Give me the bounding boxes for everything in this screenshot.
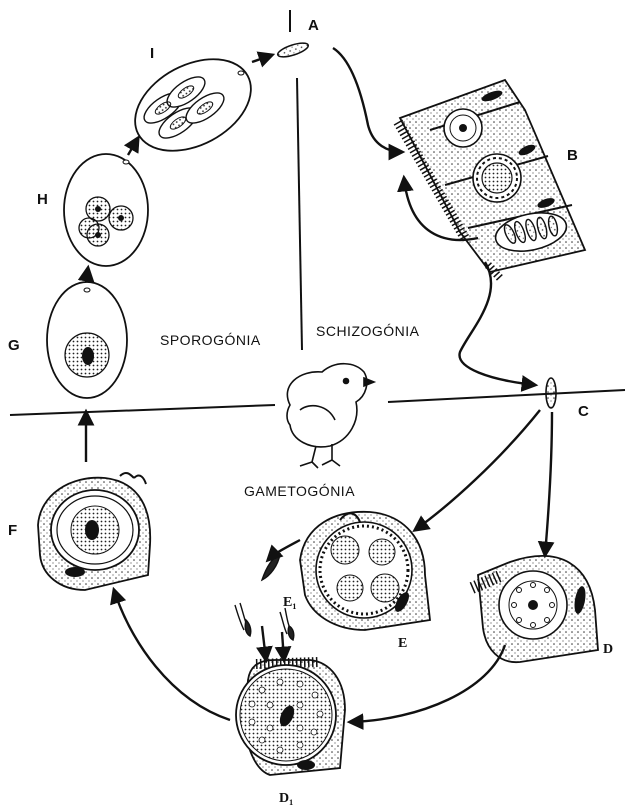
phase-label-schizogony: SCHIZOGÓNIA — [316, 323, 420, 339]
stage-e-microgamont — [300, 512, 430, 630]
arrow-e1-to-d1-left — [262, 626, 266, 660]
stage-d1-zygote — [236, 660, 345, 775]
phase-label-gametogony: GAMETOGÓNIA — [244, 483, 355, 499]
stage-d-macrogamont — [472, 556, 598, 662]
arrow-e1-to-d1-right — [282, 632, 284, 660]
arrow-h-to-i — [128, 138, 138, 155]
arrow-d-to-d1 — [350, 645, 505, 722]
arrow-d1-to-f — [114, 590, 230, 720]
stage-b-epithelium — [398, 80, 585, 278]
stage-h-sporoblasts — [64, 154, 148, 266]
stage-label-e1: E₁ — [283, 595, 297, 610]
stage-label-f: F — [8, 522, 17, 539]
arrow-g-to-h — [86, 268, 88, 282]
stage-label-g: G — [8, 337, 20, 354]
arrow-i-to-a — [252, 55, 272, 62]
stage-label-e: E — [398, 636, 407, 651]
arrow-c-to-d — [545, 412, 552, 555]
stage-label-c: C — [578, 403, 589, 420]
stage-label-a: A — [308, 17, 319, 34]
arrow-c-to-e — [415, 410, 540, 530]
arrow-e-to-e1 — [268, 540, 300, 560]
stage-i-sporulated-oocyst — [119, 41, 266, 170]
arrow-a-to-b — [333, 48, 402, 152]
stage-a-sporozoite — [276, 40, 310, 59]
stage-c-merozoite — [546, 378, 556, 408]
stage-label-i: I — [150, 45, 154, 62]
arrow-b-to-c — [460, 262, 535, 385]
stage-f-oocyst-in-cell — [38, 473, 150, 590]
phase-label-sporogony: SPOROGÓNIA — [160, 332, 261, 348]
stage-label-d1: D₁ — [279, 791, 293, 806]
chick-host-icon — [287, 364, 374, 468]
stage-label-d: D — [603, 642, 613, 657]
stage-label-b: B — [567, 147, 578, 164]
stage-g-oocyst — [47, 282, 127, 398]
stage-label-h: H — [37, 191, 48, 208]
